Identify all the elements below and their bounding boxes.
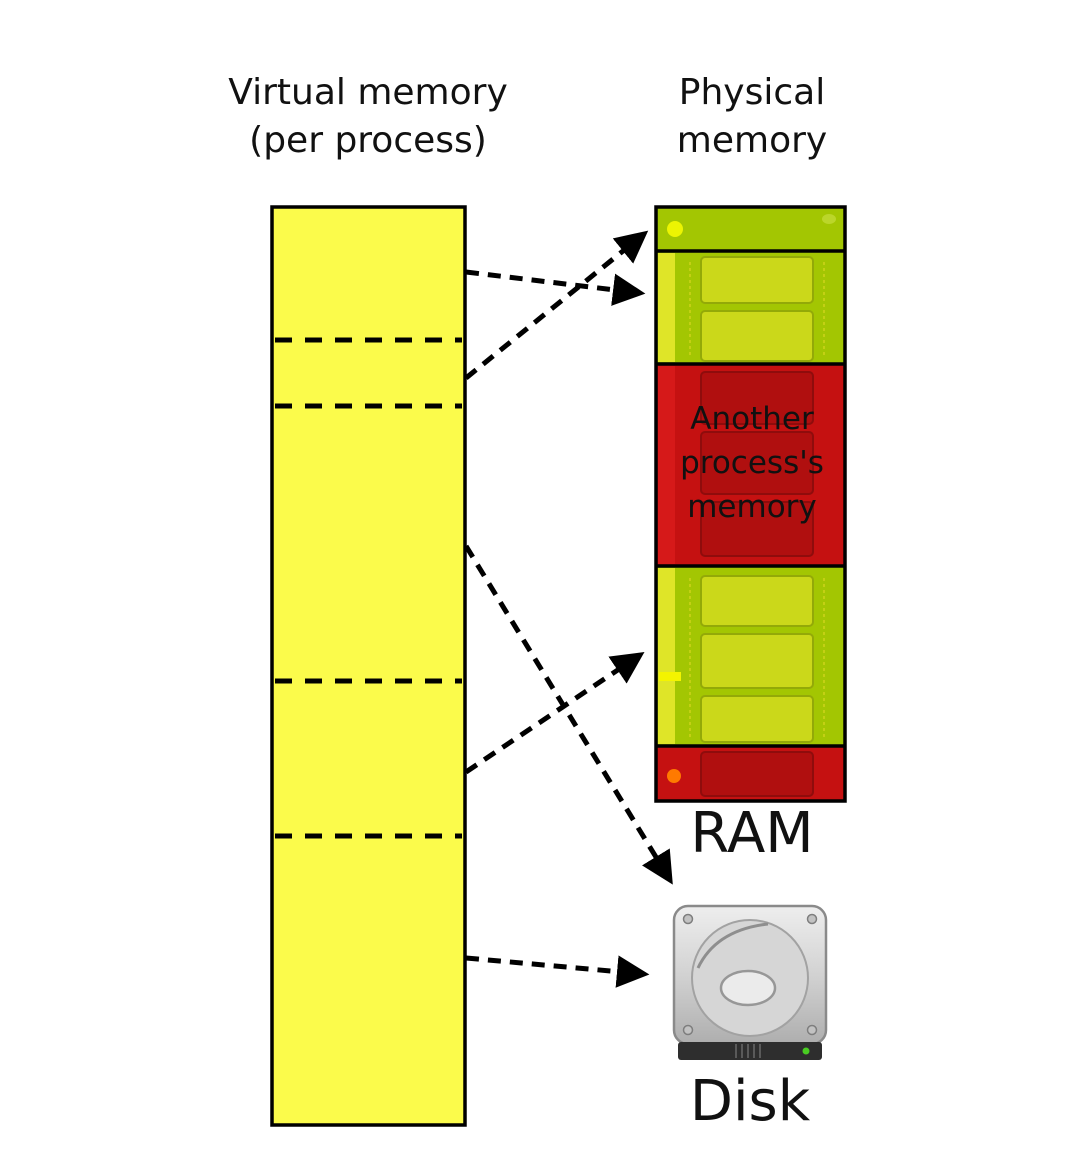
memory-chip (700, 371, 814, 425)
disk-icon (672, 904, 828, 1060)
disk-connector (678, 1042, 822, 1060)
physical-memory-title-line1: Physical (679, 72, 825, 113)
ram-chips-red (700, 371, 814, 557)
disk-arm (696, 922, 769, 969)
mapping-arrow-2 (464, 230, 649, 380)
virtual-memory-title-line1: Virtual memory (228, 72, 508, 113)
ram-dot-yellow (667, 221, 683, 237)
memory-chip (700, 633, 814, 689)
mapping-arrow-3 (463, 544, 673, 885)
memory-chip (700, 256, 814, 304)
memory-chip (700, 431, 814, 495)
ram-left-bar-lower (658, 568, 675, 744)
virtual-memory-title-line2: (per process) (249, 120, 487, 161)
disk-screws (682, 913, 818, 1036)
ram-chips-lower (700, 575, 814, 743)
ram-yellow-notch (659, 672, 681, 681)
another-process-label-line3: memory (687, 489, 817, 525)
virtual-memory-box (270, 205, 467, 1127)
memory-chip (700, 695, 814, 743)
ram-chips-upper (700, 256, 814, 362)
mapping-arrow-1 (465, 269, 646, 306)
ram-dot-orange (667, 769, 681, 783)
memory-chip (700, 310, 814, 362)
disk-connector-pins (735, 1044, 761, 1058)
disk-led (802, 1047, 810, 1055)
chip-pins-lower (689, 578, 825, 740)
ram-left-bar-red (658, 366, 675, 564)
ram-label: RAM (690, 801, 813, 866)
ram-dot-green (822, 214, 836, 224)
chip-pins-upper (689, 262, 825, 358)
ram-box (654, 205, 847, 803)
ram-left-bar-upper (658, 253, 675, 362)
mapping-arrow-5 (465, 955, 650, 988)
memory-chip (700, 751, 814, 797)
physical-memory-title-line2: memory (677, 120, 827, 161)
disk-label: Disk (690, 1069, 811, 1134)
ram-segment-green-strip (656, 207, 845, 251)
memory-chip (700, 501, 814, 557)
ram-separators (656, 249, 845, 748)
mapping-arrows (463, 230, 673, 988)
disk-hub (719, 969, 777, 1007)
another-process-label-line2: process's (680, 445, 824, 481)
another-process-label-line1: Another (690, 401, 814, 437)
mapping-arrow-4 (464, 651, 645, 775)
memory-chip (700, 575, 814, 627)
virtual-memory-dividers (275, 337, 462, 839)
